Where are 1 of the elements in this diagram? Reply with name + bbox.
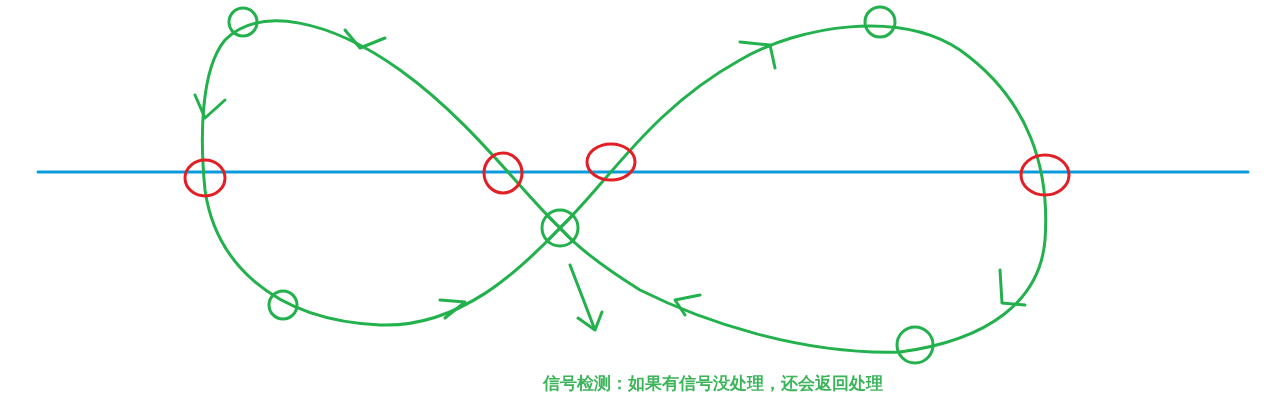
caption-text: 信号检测：如果有信号没处理，还会返回处理 bbox=[543, 372, 883, 395]
